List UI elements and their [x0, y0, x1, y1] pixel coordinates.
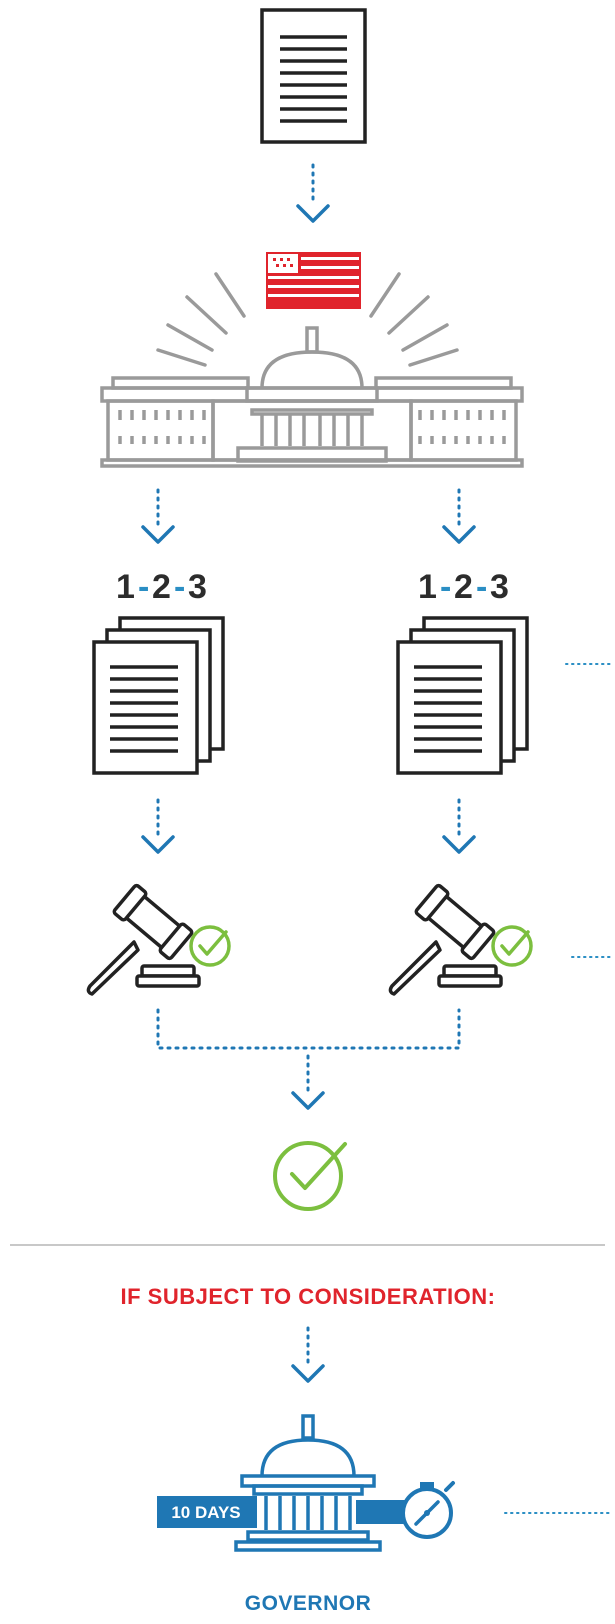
gavel-icon — [388, 883, 503, 996]
merge-connector — [156, 1008, 461, 1096]
reading-3: 3 — [490, 568, 509, 606]
governor-capitol-icon — [234, 1414, 382, 1552]
reading-separator: - — [174, 568, 185, 606]
flow-arrow-right-vote — [442, 798, 476, 854]
capitol-icon — [100, 326, 524, 468]
reading-1: 1 — [418, 568, 437, 606]
flow-arrow-down — [296, 163, 330, 223]
reading-1: 1 — [116, 568, 135, 606]
days-tag: 10 DAYS — [157, 1496, 257, 1528]
flow-arrow-left-vote — [141, 798, 175, 854]
timer-bar — [356, 1500, 408, 1524]
flow-arrow-down — [291, 1326, 325, 1383]
days-label: 10 DAYS — [171, 1503, 240, 1522]
gavel-icon — [86, 883, 201, 996]
document-stack-icon — [396, 616, 529, 775]
flag-icon — [266, 252, 361, 309]
readings-left: 1 - 2 - 3 — [116, 568, 207, 606]
flow-arrow-merge — [291, 1091, 325, 1110]
reading-separator: - — [138, 568, 149, 606]
document-icon — [260, 8, 367, 144]
check-circle-icon — [189, 925, 231, 967]
check-circle-icon — [273, 1141, 347, 1211]
flow-arrow-left-chamber — [141, 488, 175, 544]
rays-decoration — [156, 272, 459, 367]
check-circle-icon — [491, 925, 533, 967]
document-stack-icon — [92, 616, 225, 775]
reading-2: 2 — [152, 568, 171, 606]
reading-separator: - — [476, 568, 487, 606]
reading-separator: - — [440, 568, 451, 606]
reading-2: 2 — [454, 568, 473, 606]
reading-3: 3 — [188, 568, 207, 606]
stopwatch-icon — [401, 1481, 455, 1539]
condition-label: IF SUBJECT TO CONSIDERATION: — [121, 1284, 496, 1309]
governor-label: GOVERNOR — [245, 1592, 372, 1615]
readings-right: 1 - 2 - 3 — [418, 568, 509, 606]
flow-arrow-right-chamber — [442, 488, 476, 544]
